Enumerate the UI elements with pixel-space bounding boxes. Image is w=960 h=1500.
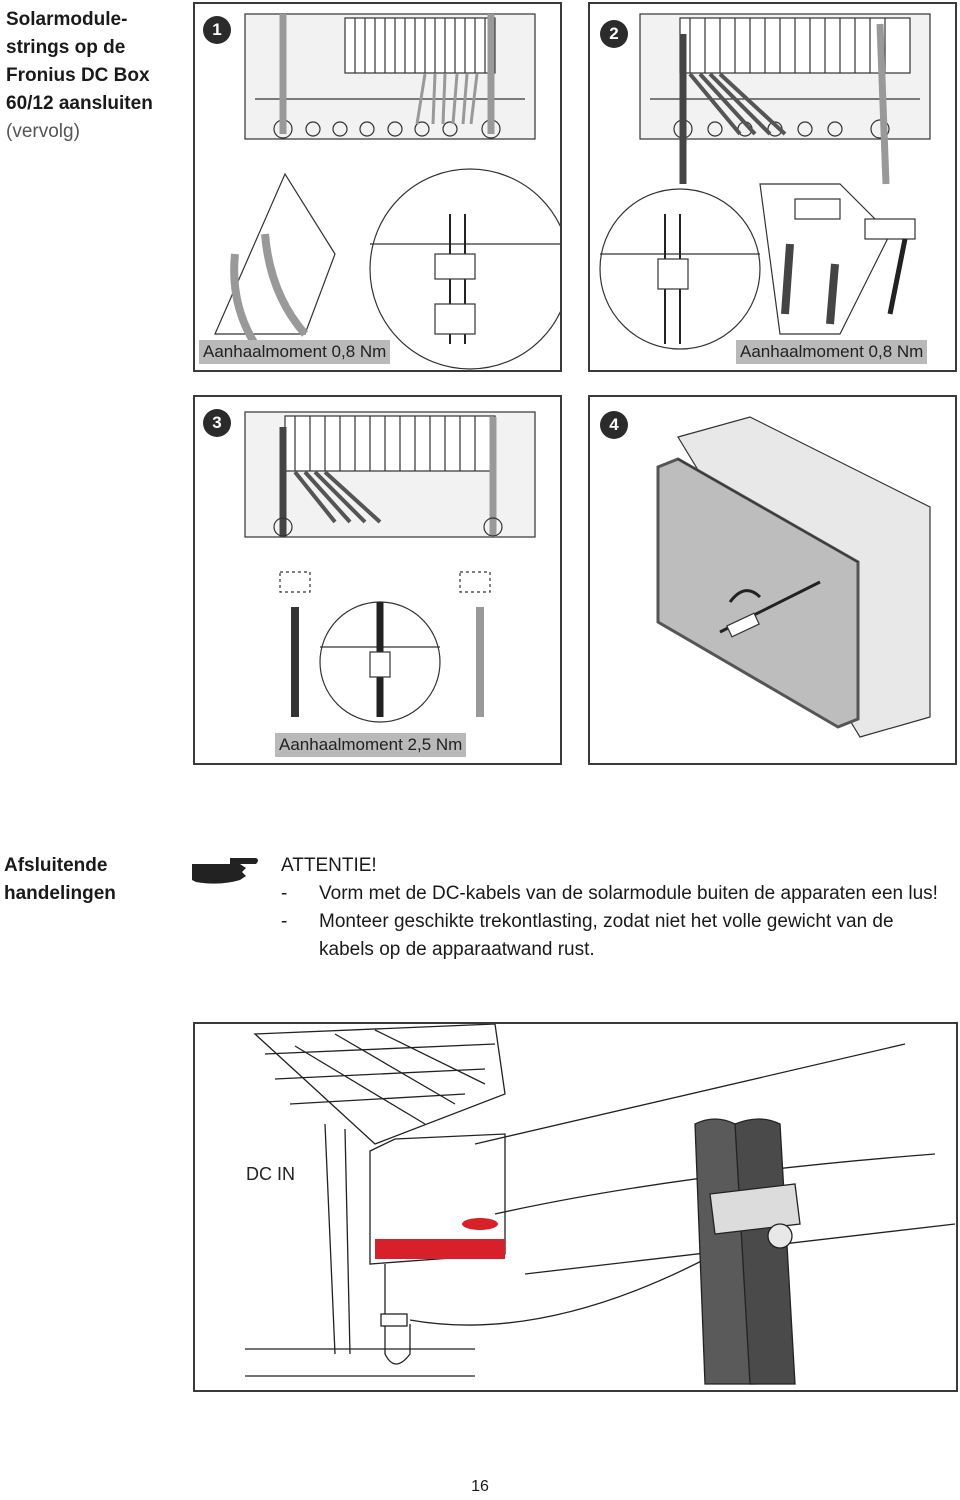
step-3-illustration xyxy=(244,411,536,723)
pointing-hand-icon xyxy=(192,858,258,884)
attention-item-1: - Vorm met de DC-kabels van de solarmodu… xyxy=(281,880,951,908)
torque-label-3: Aanhaalmoment 2,5 Nm xyxy=(275,733,467,757)
cable-loop-illustration xyxy=(245,1024,956,1385)
attention-note: ATTENTIE! - Vorm met de DC-kabels van de… xyxy=(281,852,951,964)
cable-loop-illustration-panel xyxy=(193,1022,958,1392)
step-4-illustration xyxy=(656,416,931,738)
torque-label-1: Aanhaalmoment 0,8 Nm xyxy=(199,340,391,364)
torque-label-2: Aanhaalmoment 0,8 Nm xyxy=(736,340,928,364)
step-1-illustration xyxy=(214,13,560,370)
step-2-illustration xyxy=(599,13,931,350)
step-number-2: 2 xyxy=(600,20,628,48)
closing-section-title: Afsluitende handelingen xyxy=(4,855,116,904)
step-4-panel: 4 xyxy=(588,395,957,765)
page-number: 16 xyxy=(471,1478,489,1495)
step-number-1: 1 xyxy=(203,16,231,44)
section-subtitle: (vervolg) xyxy=(6,121,80,142)
section-title-text: Solarmodule-strings op de Fronius DC Box… xyxy=(6,9,153,114)
step-number-4: 4 xyxy=(600,411,628,439)
attention-item-2: - Monteer geschikte trekontlasting, zoda… xyxy=(281,908,951,964)
section-title: Solarmodule-strings op de Fronius DC Box… xyxy=(6,6,176,146)
step-3-panel: 3 Aanhaalmoment 2,5 Nm xyxy=(193,395,562,765)
step-number-3: 3 xyxy=(203,409,231,437)
attention-item-1-text: Vorm met de DC-kabels van de solarmodule… xyxy=(319,883,938,904)
step-2-panel: 2 Aanhaalmoment 0,8 Nm xyxy=(588,2,957,372)
bullet-dash: - xyxy=(281,911,288,932)
bullet-dash: - xyxy=(281,883,288,904)
attention-heading: ATTENTIE! xyxy=(281,855,377,876)
step-1-panel: 1 Aanhaalmoment 0,8 Nm xyxy=(193,2,562,372)
attention-item-2-text: Monteer geschikte trekontlasting, zodat … xyxy=(319,911,894,960)
dc-in-label: DC IN xyxy=(246,1164,295,1184)
